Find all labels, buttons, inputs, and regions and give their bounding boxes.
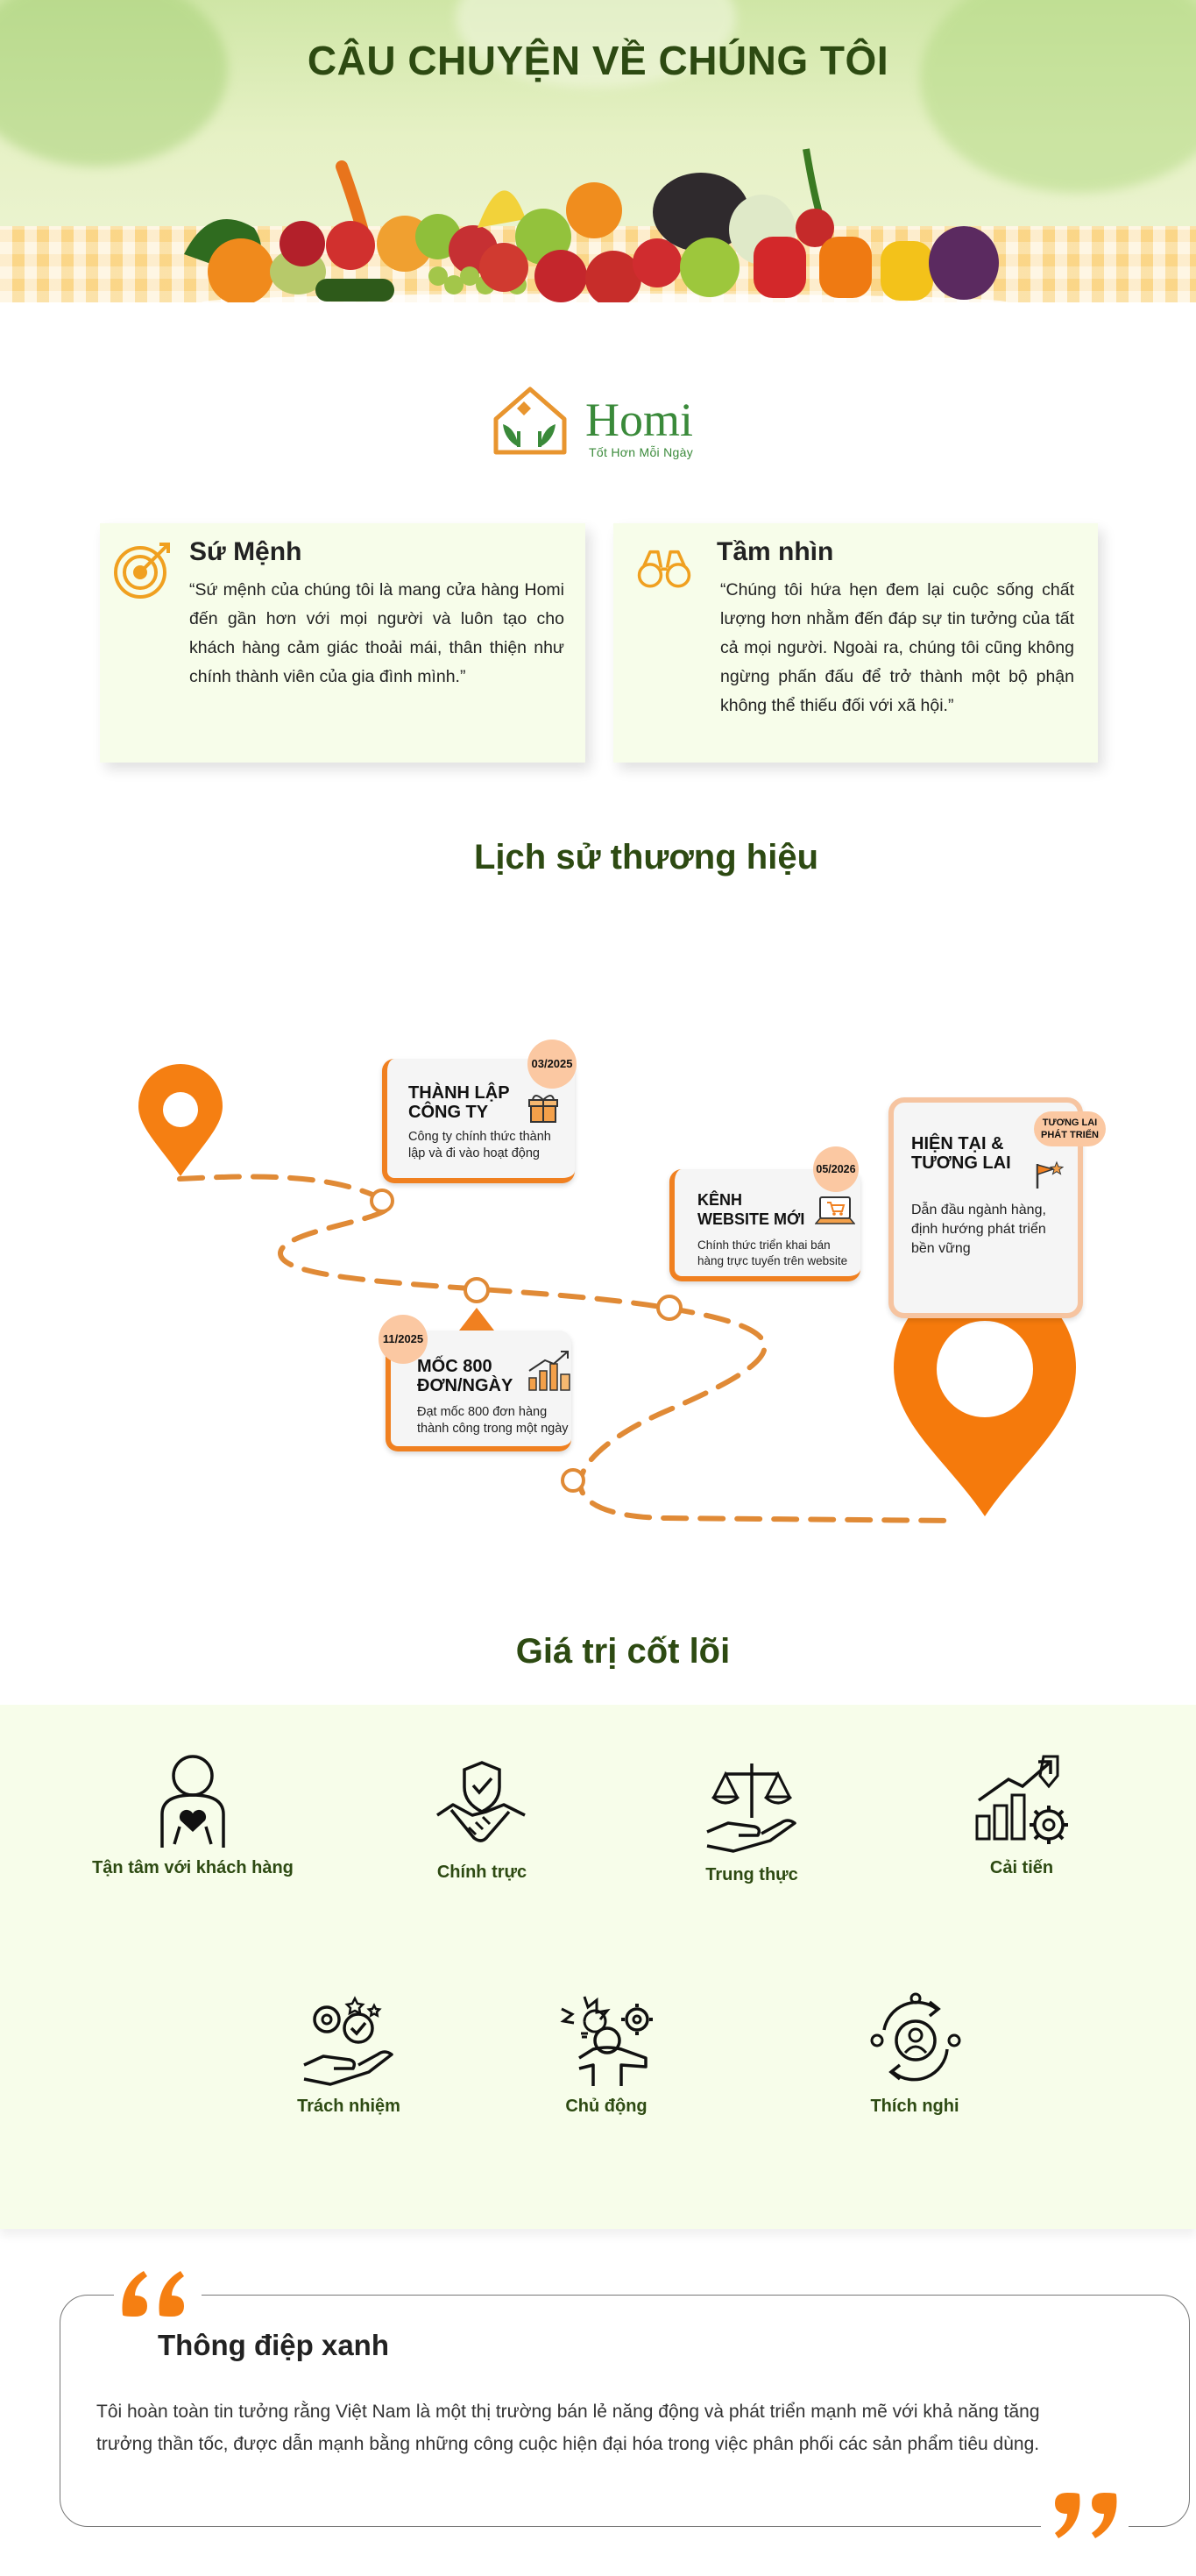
value-label: Thích nghi — [870, 2097, 959, 2116]
heart-person-icon — [160, 1755, 225, 1848]
milestone-title: THÀNH LẬP — [408, 1083, 510, 1103]
value-label: Trách nhiệm — [297, 2097, 400, 2116]
milestone-desc: thành công trong một ngày — [417, 1422, 569, 1436]
brand-logo[interactable]: Homi Tốt Hơn Mỗi Ngày — [491, 384, 710, 463]
history-title: Lịch sử thương hiệu — [473, 838, 819, 876]
milestone-title: MỐC 800 — [417, 1357, 492, 1376]
milestone-desc: Công ty chính thức thành — [408, 1130, 551, 1144]
milestone-website[interactable]: KÊNH WEBSITE MỚI Chính thức triển khai b… — [669, 1146, 860, 1281]
value-label: Chính trực — [436, 1863, 527, 1882]
value-item: Chủ động — [484, 1991, 729, 2117]
milestone-800-orders[interactable]: MỐC 800 ĐƠN/NGÀY Đạt mốc 800 đơn hàng th… — [379, 1315, 571, 1451]
milestone-title: WEBSITE MỚI — [697, 1210, 805, 1228]
growth-gear-icon — [975, 1755, 1068, 1844]
value-item: Trung thực — [629, 1760, 874, 1885]
binoculars-icon — [637, 550, 691, 588]
milestone-title: HIỆN TẠI & — [911, 1134, 1004, 1153]
milestone-desc: lập và đi vào hoạt động — [408, 1146, 540, 1160]
milestone-desc: Chính thức triển khai bán — [697, 1238, 831, 1252]
vegetables-illustration — [184, 148, 1008, 302]
logo-tagline: Tốt Hơn Mỗi Ngày — [589, 445, 694, 459]
vision-text: “Chúng tôi hứa hẹn đem lại cuộc sống chấ… — [720, 580, 1074, 715]
idea-person-icon — [560, 1996, 653, 2086]
milestone-desc: Dẫn đầu ngành hàng, — [911, 1203, 1046, 1217]
mission-title: Sứ Mệnh — [189, 537, 302, 566]
milestone-desc: Đạt mốc 800 đơn hàng — [417, 1405, 548, 1419]
milestone-date-badge: 05/2026 — [813, 1146, 859, 1192]
hero-banner: CÂU CHUYỆN VỀ CHÚNG TÔI — [0, 0, 1196, 302]
milestone-date-badge: 03/2025 — [527, 1040, 577, 1089]
values-title: Giá trị cốt lõi — [515, 1632, 731, 1671]
milestone-title: CÔNG TY — [408, 1103, 489, 1122]
milestone-desc: hàng trực tuyến trên website — [697, 1254, 848, 1267]
mission-card: Sứ Mệnh “Sứ mệnh của chúng tôi là mang c… — [100, 523, 585, 763]
value-label: Trung thực — [705, 1865, 798, 1884]
value-item: Chính trực — [359, 1757, 605, 1883]
vision-title: Tầm nhìn — [717, 537, 834, 566]
green-message-box — [60, 2295, 1190, 2527]
milestone-founding[interactable]: THÀNH LẬP CÔNG TY Công ty chính thức thà… — [382, 1040, 577, 1183]
brand-timeline: THÀNH LẬP CÔNG TY Công ty chính thức thà… — [0, 955, 1196, 1569]
timeline-path — [138, 1064, 1076, 1523]
scale-hand-icon — [706, 1763, 796, 1853]
mission-text: “Sứ mệnh của chúng tôi là mang cửa hàng … — [189, 580, 564, 686]
milestone-title: KÊNH — [697, 1191, 743, 1209]
milestone-date-badge: TƯƠNG LAI PHÁT TRIỂN — [1034, 1111, 1106, 1146]
adapt-cycle-icon — [870, 1992, 961, 2082]
growth-chart-icon — [528, 1351, 570, 1391]
message-text: Tôi hoàn toàn tin tưởng rằng Việt Nam là… — [96, 2402, 1040, 2454]
message-title: Thông điệp xanh — [158, 2329, 389, 2361]
flag-star-icon — [1036, 1160, 1064, 1189]
milestone-title: TƯƠNG LAI — [911, 1153, 1011, 1173]
close-quote-icon — [1041, 2487, 1129, 2549]
house-leaf-icon — [493, 387, 567, 455]
value-item: Cải tiến — [899, 1753, 1144, 1878]
milestone-future[interactable]: HIỆN TẠI & TƯƠNG LAI Dẫn đầu ngành hàng,… — [888, 1097, 1106, 1318]
value-item: Thích nghi — [792, 1991, 1037, 2117]
target-arrow-icon — [114, 543, 170, 599]
value-item: Trách nhiệm — [226, 1991, 471, 2117]
vision-card: Tầm nhìn “Chúng tôi hứa hẹn đem lại cuộc… — [613, 523, 1098, 763]
logo-wordmark: Homi — [585, 394, 694, 446]
milestone-desc: định hướng phát triển — [911, 1222, 1046, 1237]
open-quote-icon — [114, 2257, 202, 2327]
value-label: Cải tiến — [989, 1858, 1054, 1877]
milestone-date-badge: 11/2025 — [379, 1315, 428, 1364]
value-item: Tận tâm với khách hàng — [70, 1753, 315, 1878]
laptop-cart-icon — [815, 1196, 855, 1224]
milestone-desc: bền vững — [911, 1241, 971, 1256]
handshake-shield-icon — [436, 1761, 526, 1842]
core-values-section — [0, 1705, 1196, 2229]
value-label: Tận tâm với khách hàng — [92, 1858, 294, 1877]
hero-title: CÂU CHUYỆN VỀ CHÚNG TÔI — [307, 38, 889, 83]
gift-box-icon — [528, 1095, 558, 1123]
hand-gears-icon — [303, 1996, 393, 2086]
milestone-title: ĐƠN/NGÀY — [417, 1376, 513, 1395]
value-label: Chủ động — [565, 2097, 648, 2116]
